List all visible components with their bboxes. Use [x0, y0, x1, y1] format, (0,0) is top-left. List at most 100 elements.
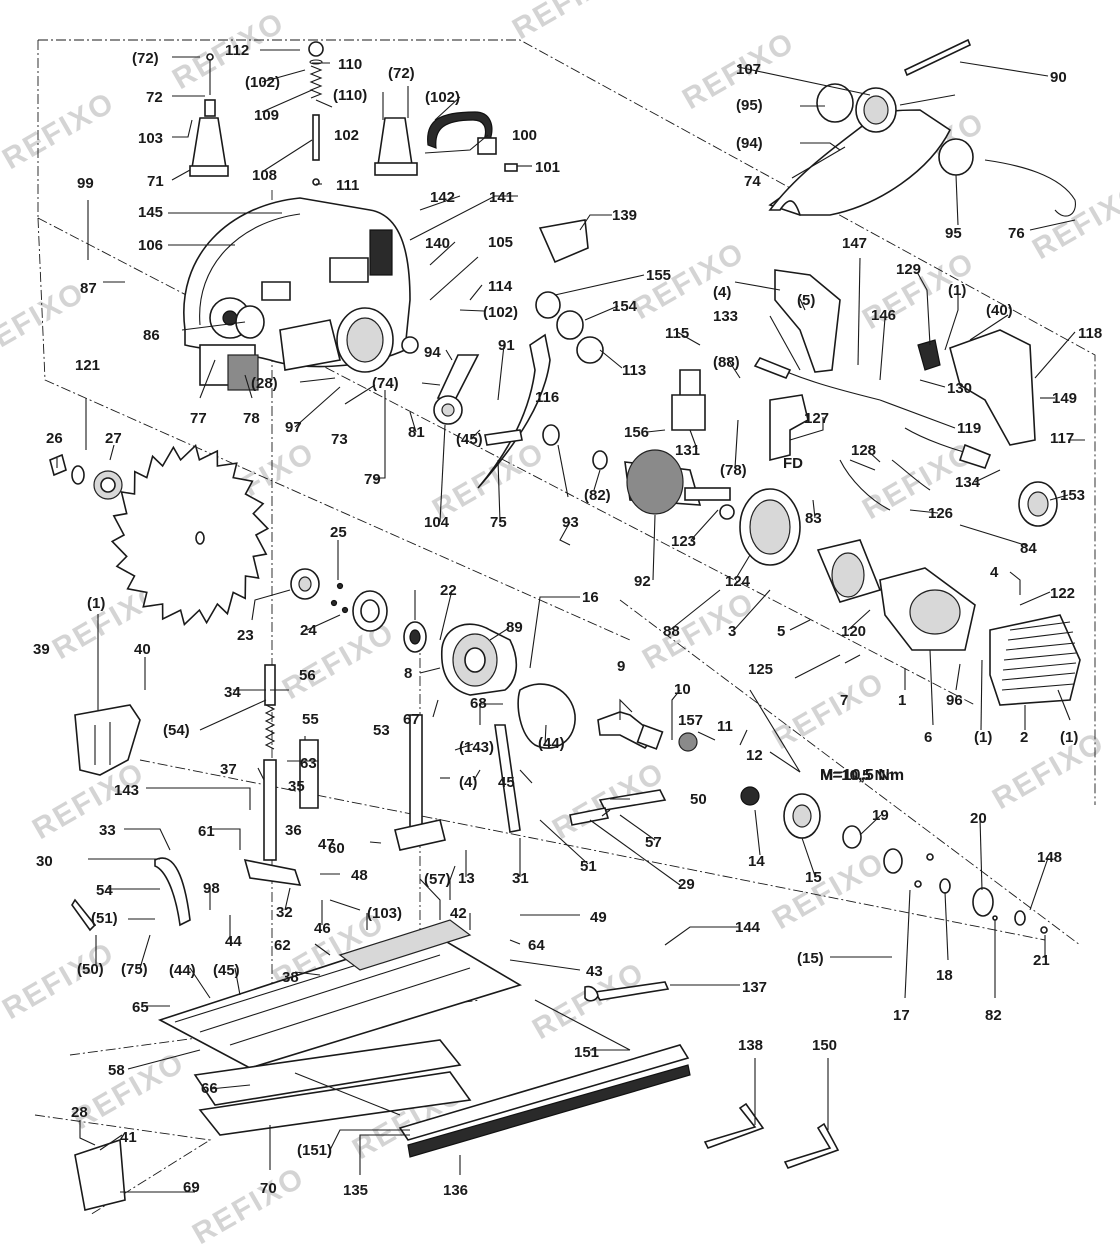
part-label: 78: [243, 410, 260, 427]
watermark-text: REFIXO: [0, 936, 121, 1026]
part-label: (28): [251, 375, 278, 392]
wrench: [584, 981, 670, 1002]
part-label: 67: [403, 711, 420, 728]
part-label: 143: [114, 782, 139, 799]
watermark-text: REFIXO: [187, 1161, 311, 1251]
part-label: 54: [96, 882, 113, 899]
part-label: 157: [678, 712, 703, 729]
blade-fasteners: [49, 453, 427, 653]
part-label: 105: [488, 234, 513, 251]
part-label: 111: [336, 177, 359, 194]
part-label: (103): [367, 905, 402, 922]
fd-label: FD: [783, 455, 803, 472]
part-label: (51): [91, 910, 118, 927]
part-label: 44: [225, 933, 242, 950]
part-label: 38: [282, 969, 299, 986]
handle-assembly: [671, 269, 1036, 511]
part-label: 6: [924, 729, 932, 746]
part-label: 7: [840, 692, 848, 709]
part-label: 14: [748, 853, 765, 870]
part-label: 126: [928, 505, 953, 522]
lower-blade-guard: [768, 38, 1076, 217]
part-label: 79: [364, 471, 381, 488]
upper-blade-guard: [183, 197, 419, 391]
watermark-text: REFIXO: [67, 1046, 191, 1136]
part-label: 11: [717, 718, 733, 735]
adjustment-parts: [71, 664, 667, 1211]
motor: [624, 449, 1081, 706]
part-label: 61: [198, 823, 215, 840]
part-label: 39: [33, 641, 50, 658]
part-label: 33: [99, 822, 116, 839]
part-label: (45): [456, 431, 483, 448]
riving-knife: [433, 219, 608, 489]
part-label: 31: [512, 870, 529, 887]
part-label: 20: [970, 810, 987, 827]
part-label: (88): [713, 354, 740, 371]
part-label: 1: [898, 692, 906, 709]
part-label: (82): [584, 487, 611, 504]
part-label: 37: [220, 761, 237, 778]
part-label: (143): [459, 739, 494, 756]
watermark-text: REFIXO: [0, 86, 121, 176]
part-label: 133: [713, 308, 738, 325]
part-label: 64: [528, 937, 545, 954]
part-label: 146: [871, 307, 896, 324]
part-label: 148: [1037, 849, 1062, 866]
part-label: (102): [245, 74, 280, 91]
part-label: (1): [974, 729, 992, 746]
part-label: (72): [132, 50, 159, 67]
part-label: 10: [674, 681, 691, 698]
part-label: (75): [121, 961, 148, 978]
part-label: 18: [936, 967, 953, 984]
part-label: 41: [120, 1129, 137, 1146]
part-label: 149: [1052, 390, 1077, 407]
part-label: 119: [957, 420, 981, 437]
part-label: 4: [990, 564, 999, 581]
watermark-text: REFIXO: [987, 726, 1111, 816]
part-label: 8: [404, 665, 412, 682]
part-label: 99: [77, 175, 94, 192]
part-label: 130: [947, 380, 972, 397]
part-label: 144: [735, 919, 761, 936]
part-label: 138: [738, 1037, 763, 1054]
part-label: 19: [872, 807, 889, 824]
part-label: 107: [736, 61, 761, 78]
part-label: (94): [736, 135, 763, 152]
part-label: 68: [470, 695, 487, 712]
watermark-text: REFIXO: [507, 0, 631, 46]
part-label: 145: [138, 204, 163, 221]
part-label: 115: [665, 325, 689, 342]
watermark-text: REFIXO: [427, 436, 551, 526]
part-label: 49: [590, 909, 607, 926]
part-label: 114: [488, 278, 513, 295]
part-label: 94: [424, 344, 441, 361]
part-label: 124: [725, 573, 751, 590]
part-label: 72: [146, 89, 163, 106]
part-label: 98: [203, 880, 220, 897]
torque-note: M=10,5 Nm: [820, 767, 904, 784]
part-label: 131: [675, 442, 700, 459]
part-label: (44): [169, 962, 196, 979]
part-label: 69: [183, 1179, 200, 1196]
part-label: (40): [986, 302, 1013, 319]
part-label: 89: [506, 619, 523, 636]
part-label: 106: [138, 237, 163, 254]
part-label: 70: [260, 1180, 277, 1197]
watermark-text: REFIXO: [637, 586, 761, 676]
part-label: 15: [805, 869, 822, 886]
fence-rail: [294, 999, 691, 1158]
part-label: 50: [690, 791, 707, 808]
part-label: (78): [720, 462, 747, 479]
part-label: 22: [440, 582, 457, 599]
part-label: (72): [388, 65, 415, 82]
part-label: 113: [622, 362, 646, 379]
part-label: 121: [75, 357, 100, 374]
part-label: 141: [489, 189, 514, 206]
part-label: 137: [742, 979, 767, 996]
part-label: 142: [430, 189, 455, 206]
part-label: (44): [538, 735, 565, 752]
part-label: 12: [746, 747, 763, 764]
part-label: 35: [288, 778, 305, 795]
